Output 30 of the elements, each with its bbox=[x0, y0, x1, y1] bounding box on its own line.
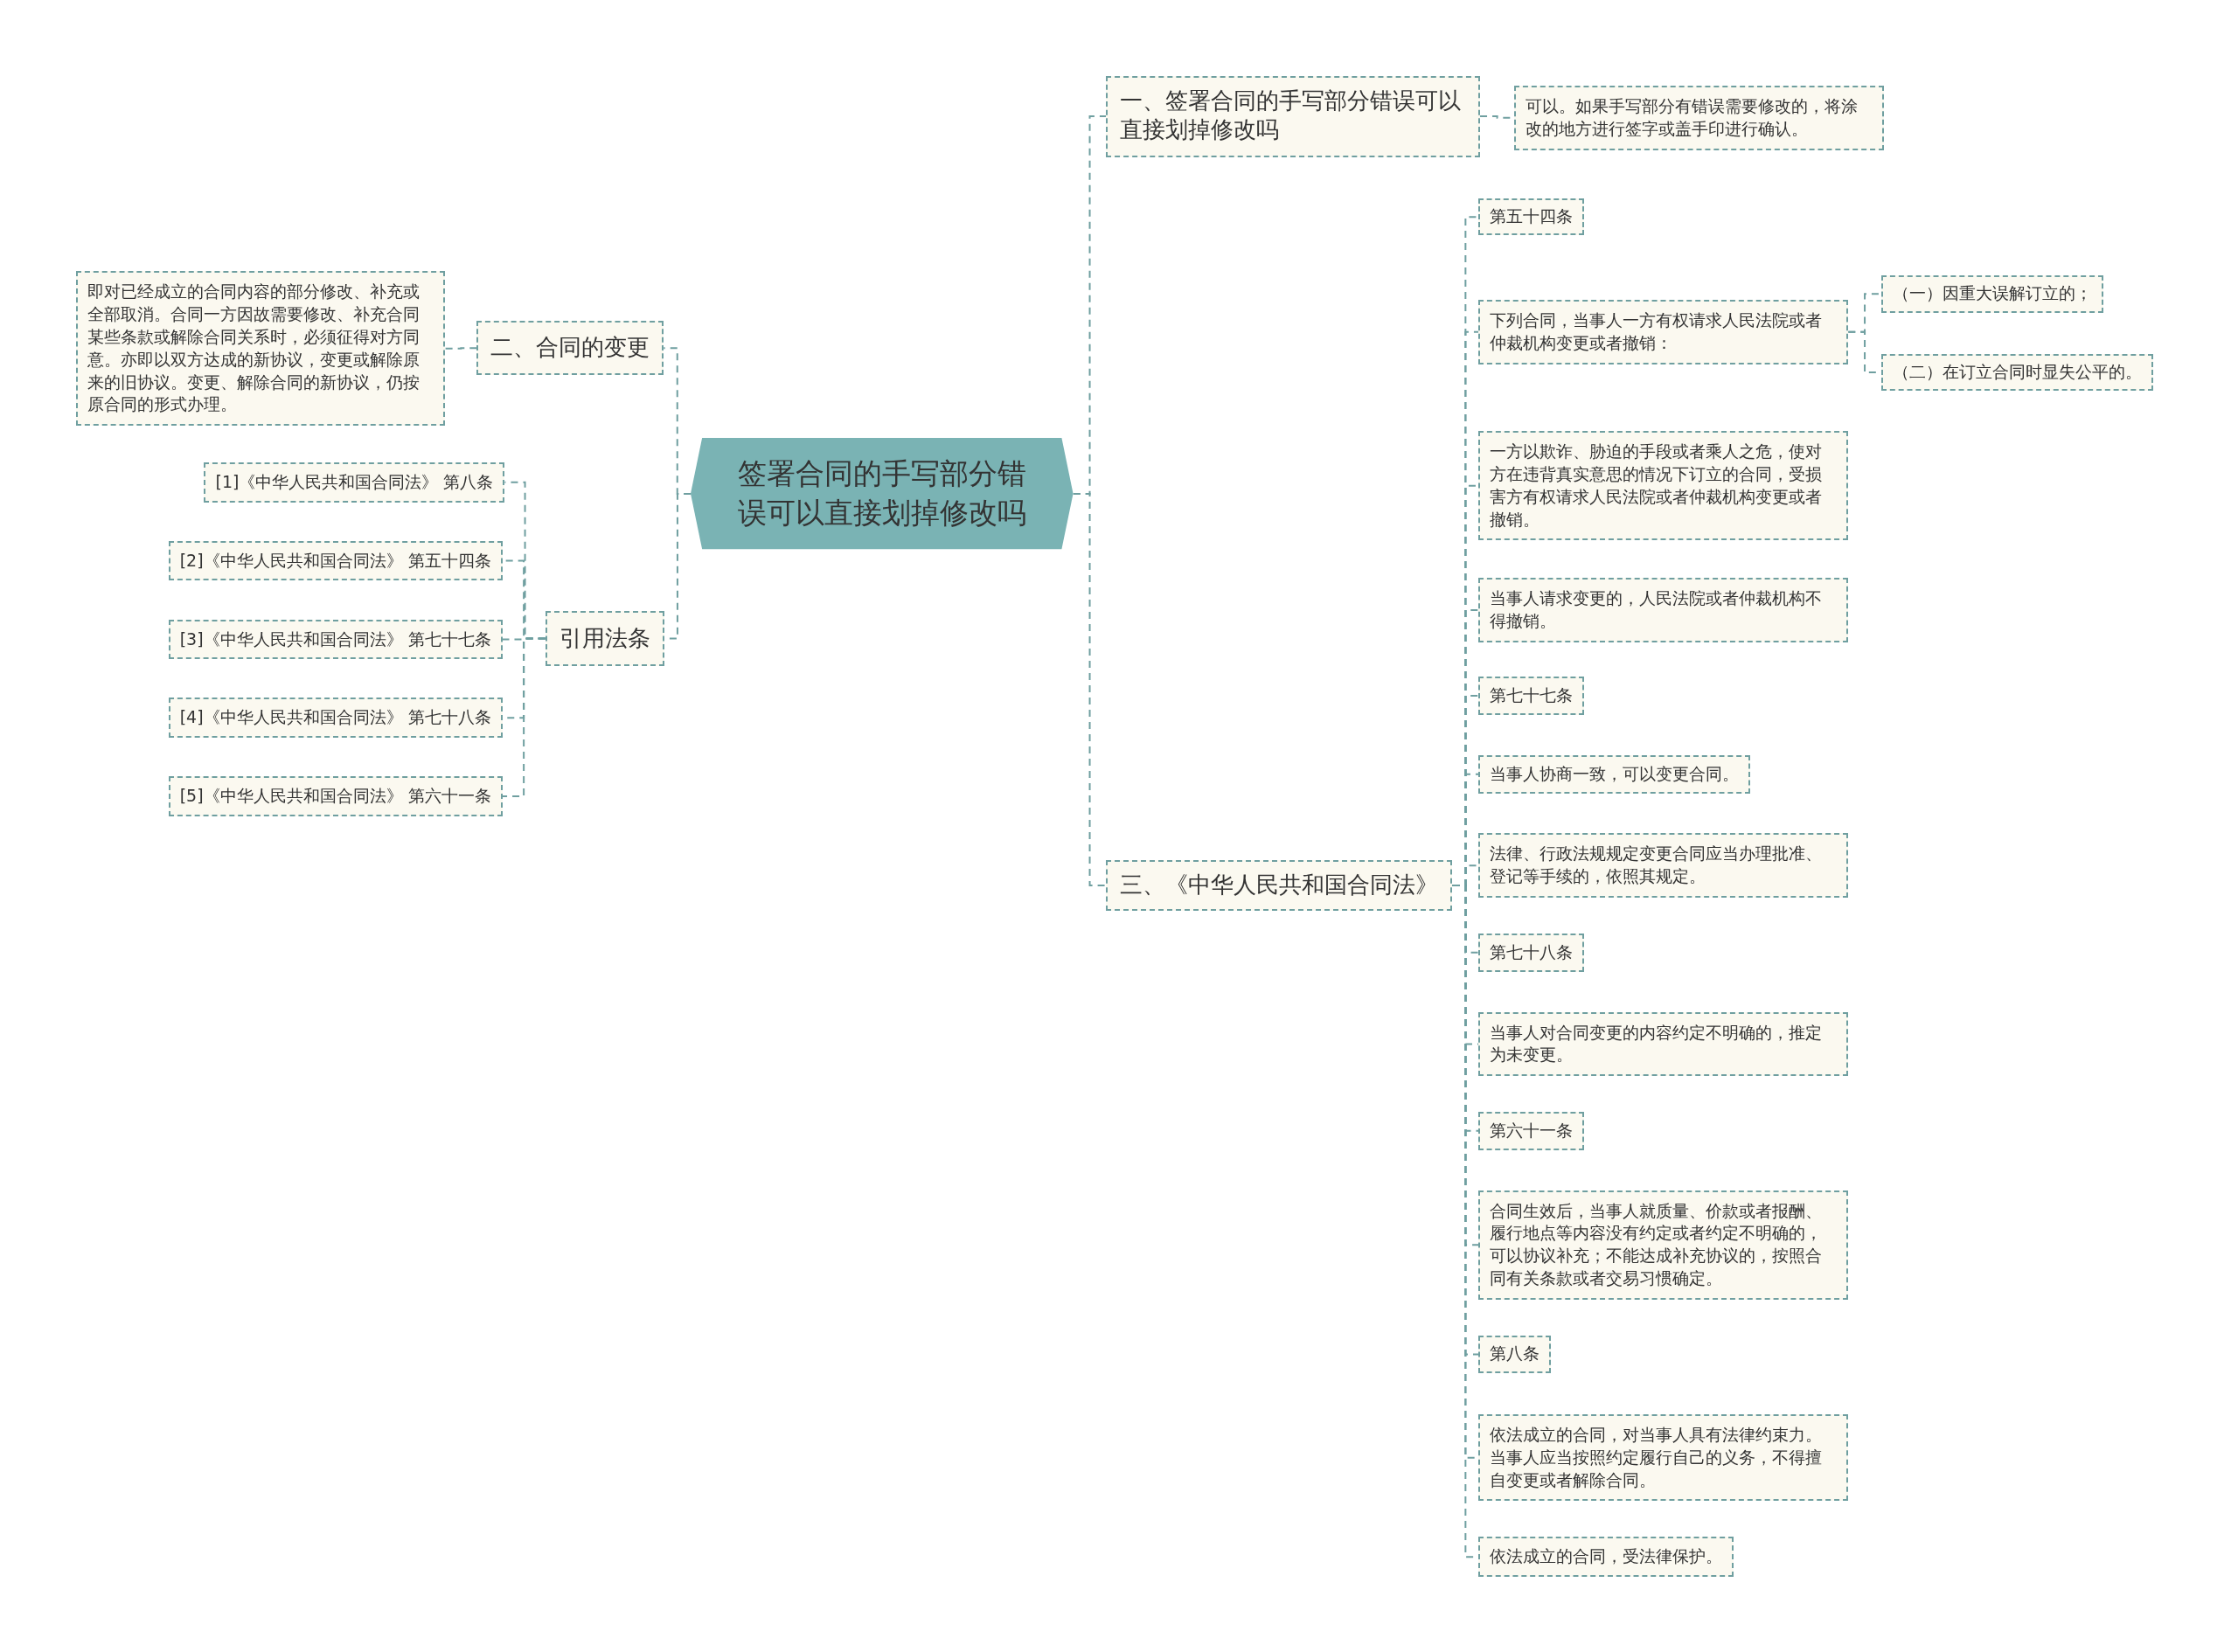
topic-box: 二、合同的变更 bbox=[476, 321, 664, 376]
subtopic-box: （二）在订立合同时显失公平的。 bbox=[1880, 353, 2153, 392]
subtopic-box: 法律、行政法规规定变更合同应当办理批准、登记等手续的，依照其规定。 bbox=[1478, 833, 1849, 899]
subtopic-box: 当事人对合同变更的内容约定不明确的，推定为未变更。 bbox=[1478, 1011, 1849, 1077]
topic-box: 三、《中华人民共和国合同法》 bbox=[1106, 860, 1453, 911]
subtopic-box: 合同生效后，当事人就质量、价款或者报酬、履行地点等内容没有约定或者约定不明确的，可以协议补充；不能达成补充协议的，按照合同有关条款或者交易习惯确定。 bbox=[1478, 1190, 1849, 1300]
topic-box: 一、签署合同的手写部分错误可以直接划掉修改吗 bbox=[1106, 75, 1481, 157]
subtopic-box: 当事人协商一致，可以变更合同。 bbox=[1478, 754, 1751, 794]
subtopic-box: [2]《中华人民共和国合同法》 第五十四条 bbox=[168, 540, 503, 581]
subtopic-box: 第五十四条 bbox=[1478, 198, 1585, 236]
subtopic-box: [4]《中华人民共和国合同法》 第七十八条 bbox=[168, 698, 503, 739]
subtopic-box: 第八条 bbox=[1478, 1336, 1552, 1373]
subtopic-box: 依法成立的合同，受法律保护。 bbox=[1478, 1537, 1734, 1578]
topic-box: 引用法条 bbox=[545, 610, 664, 667]
subtopic-box: 一方以欺诈、胁迫的手段或者乘人之危，使对方在违背真实意思的情况下订立的合同，受损害方有权请求人民法院或者仲裁机构变更或者撤销。 bbox=[1478, 431, 1849, 541]
subtopic-box: 即对已经成立的合同内容的部分修改、补充或全部取消。合同一方因故需要修改、补充合同某些条款或解除合同关系时，必须征得对方同意。亦即以双方达成的新协议，变更或解除原来的旧协议。变更、解除合同的新协议，仍按原合同的形式办理。 bbox=[75, 271, 446, 427]
subtopic-box: （一）因重大误解订立的； bbox=[1880, 275, 2103, 313]
subtopic-box: [5]《中华人民共和国合同法》 第六十一条 bbox=[168, 776, 503, 816]
connector-line bbox=[444, 347, 478, 350]
subtopic-box: 可以。如果手写部分有错误需要修改的，将涂改的地方进行签字或盖手印进行确认。 bbox=[1514, 85, 1885, 150]
subtopic-box: 依法成立的合同，对当事人具有法律约束力。当事人应当按照约定履行自己的义务，不得擅自变更或者解除合同。 bbox=[1478, 1413, 1849, 1502]
central-topic: 签署合同的手写部分错误可以直接划掉修改吗 bbox=[691, 438, 1074, 550]
subtopic-box: 下列合同，当事人一方有权请求人民法院或者仲裁机构变更或者撤销： bbox=[1478, 299, 1849, 364]
connector-line bbox=[501, 637, 546, 797]
subtopic-box: [1]《中华人民共和国合同法》 第八条 bbox=[204, 462, 505, 503]
subtopic-box: [3]《中华人民共和国合同法》 第七十七条 bbox=[168, 619, 503, 660]
subtopic-box: 当事人请求变更的，人民法院或者仲裁机构不得撤销。 bbox=[1478, 578, 1849, 642]
subtopic-box: 第六十一条 bbox=[1478, 1111, 1585, 1150]
subtopic-box: 第七十七条 bbox=[1478, 676, 1585, 715]
subtopic-box: 第七十八条 bbox=[1478, 933, 1585, 972]
